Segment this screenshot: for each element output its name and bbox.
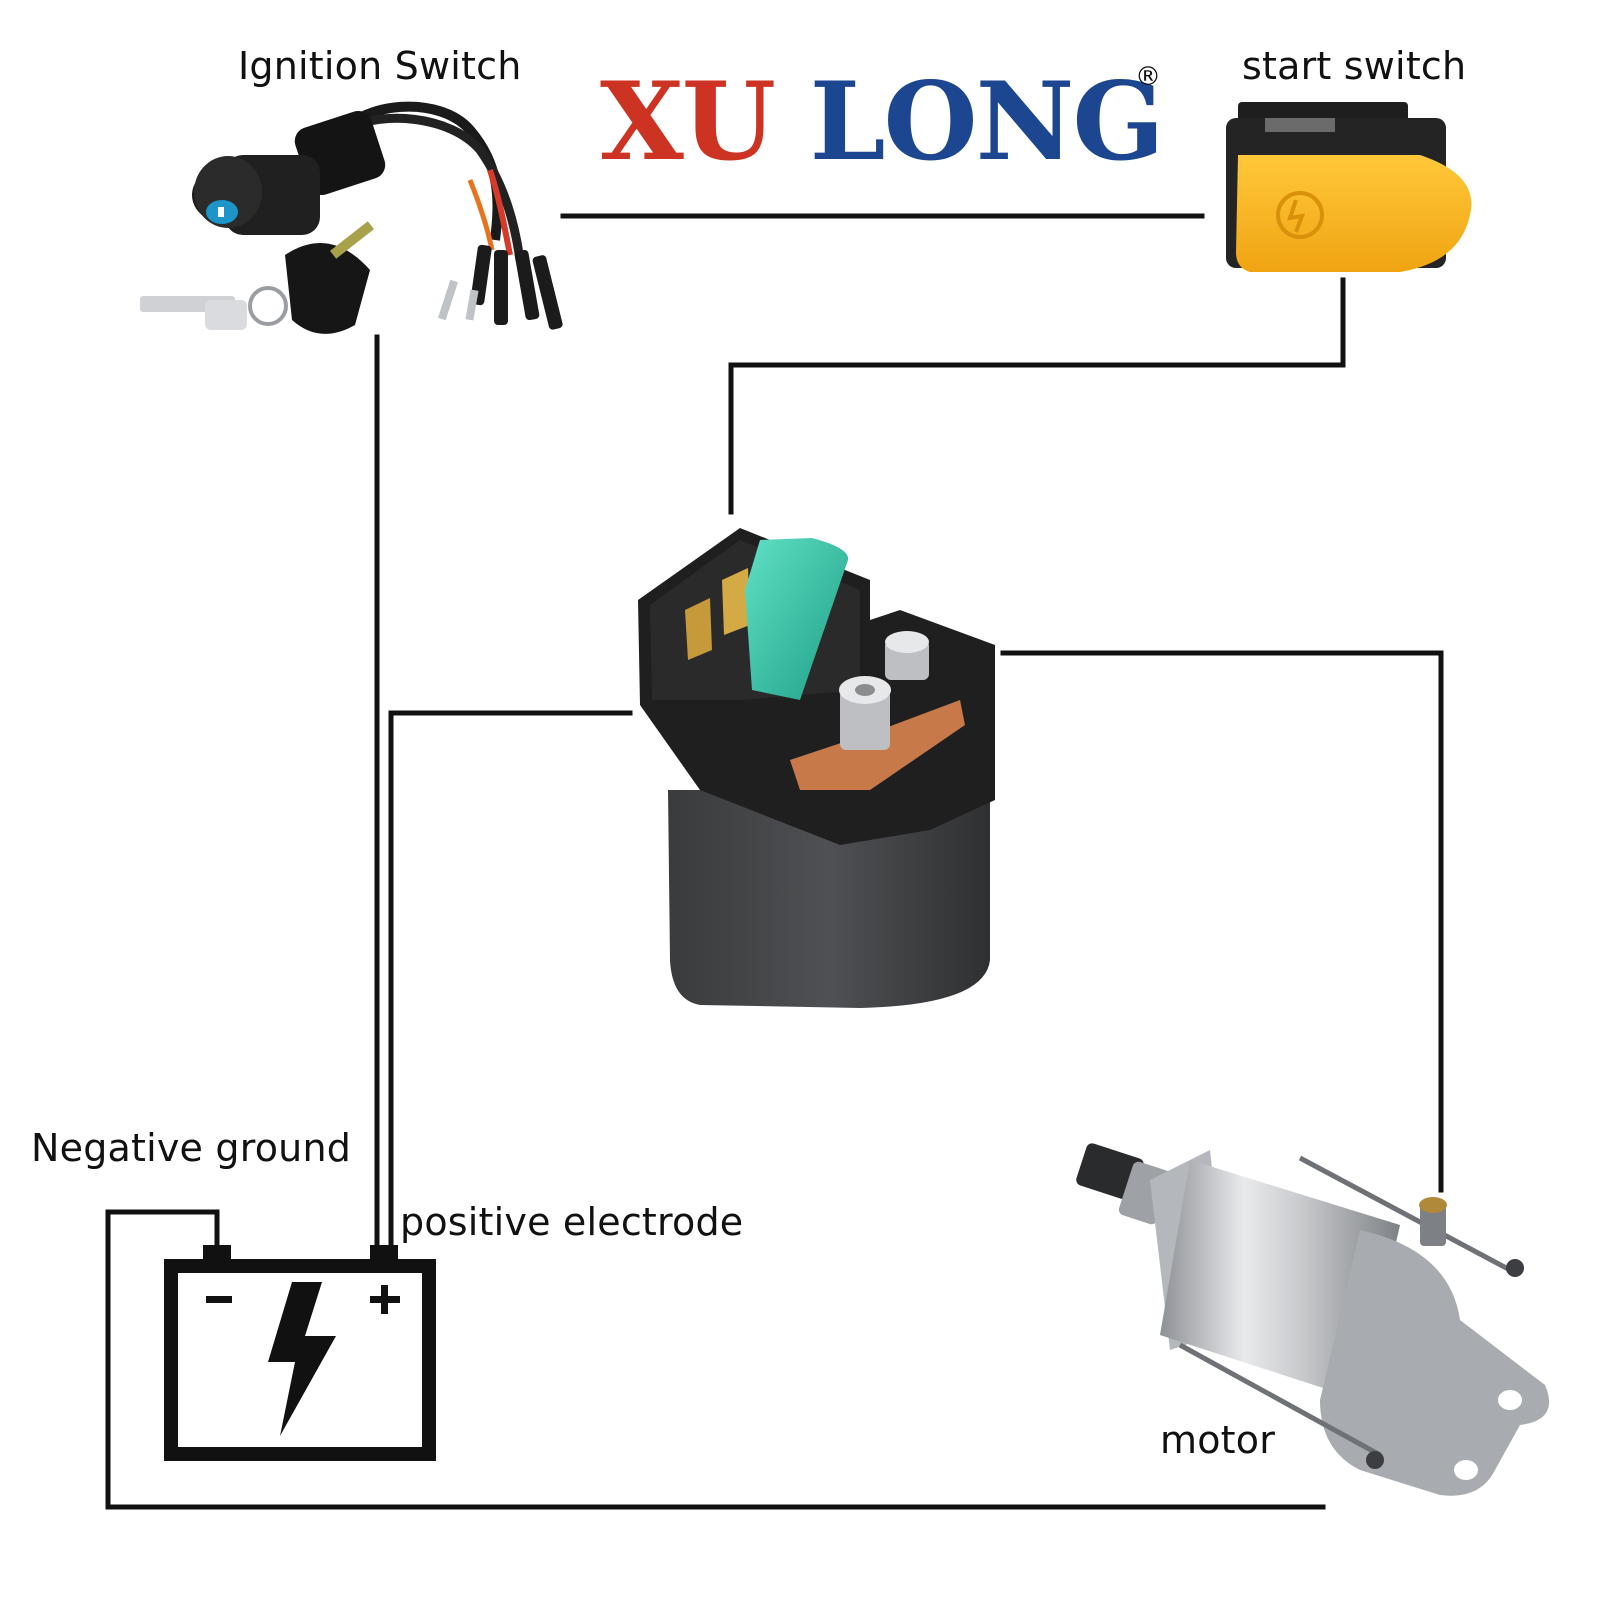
relay-brass-terminal bbox=[685, 598, 712, 660]
registered-mark: ® bbox=[1135, 62, 1161, 92]
label-positive-electrode: positive electrode bbox=[400, 1200, 744, 1244]
wires bbox=[105, 213, 1444, 1510]
wire-start-switch-to-relay bbox=[728, 277, 1346, 515]
wire-relay-to-motor bbox=[1000, 650, 1444, 1193]
label-motor: motor bbox=[1160, 1418, 1276, 1462]
ignition-switch-icon bbox=[140, 101, 563, 334]
starter-motor-icon bbox=[1076, 1143, 1550, 1496]
label-negative-ground: Negative ground bbox=[31, 1126, 352, 1170]
brand-logo: XU LONG bbox=[600, 68, 1165, 176]
start-switch-icon bbox=[1226, 102, 1472, 272]
wire-relay-to-battery-positive bbox=[388, 710, 633, 1248]
ignition-connectors bbox=[438, 244, 563, 330]
wire-battery-negative-to-motor bbox=[105, 1209, 1326, 1510]
label-ignition-switch: Ignition Switch bbox=[238, 44, 522, 88]
battery-bolt-icon bbox=[268, 1282, 336, 1436]
relay-fuse bbox=[745, 538, 849, 700]
battery-icon bbox=[164, 1245, 436, 1461]
relay-brass-terminal bbox=[722, 568, 750, 635]
starter-relay-icon bbox=[638, 528, 995, 1008]
brand-word-xu: XU bbox=[600, 59, 776, 185]
label-start-switch: start switch bbox=[1242, 44, 1467, 88]
brand-word-long: LONG bbox=[809, 59, 1165, 185]
